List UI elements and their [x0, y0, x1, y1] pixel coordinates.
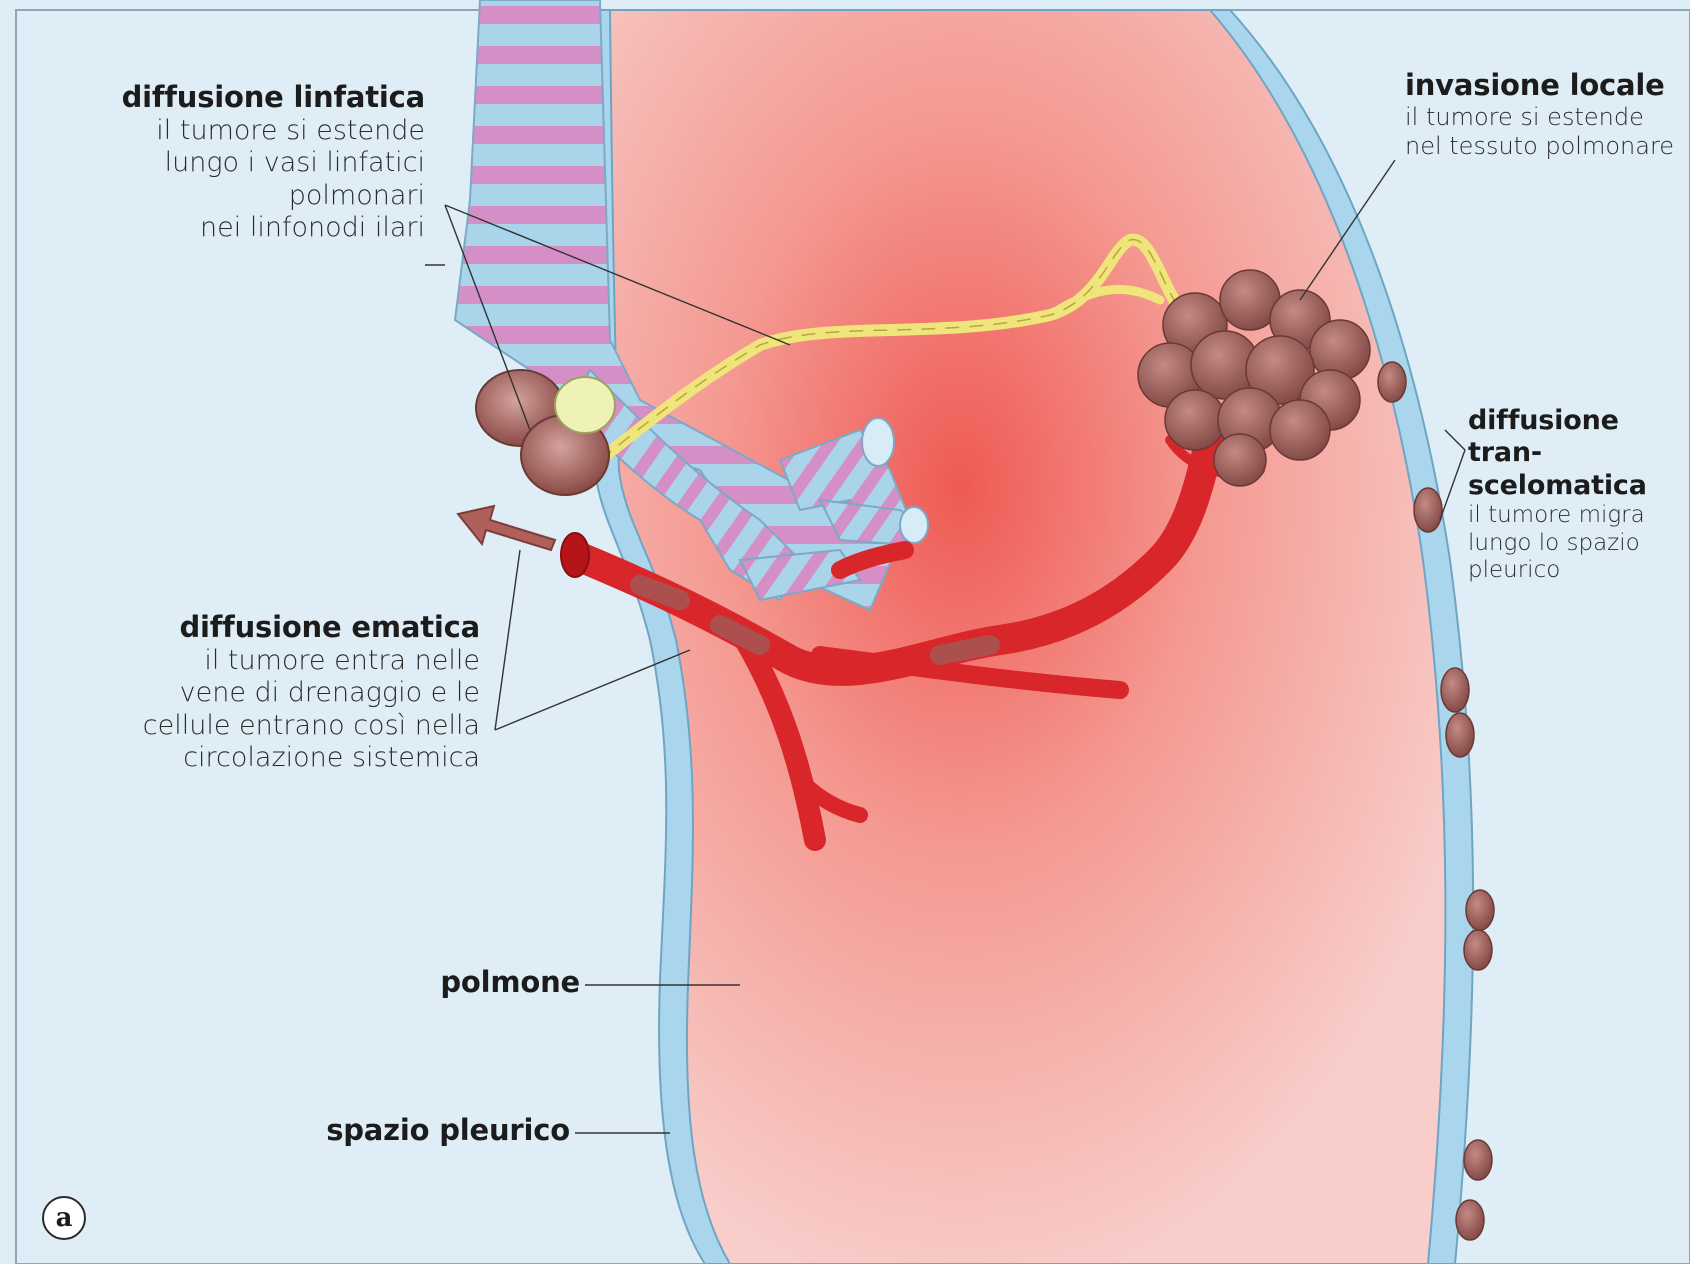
lymphatic-spread-line-2: lungo i vasi linfatici [70, 147, 425, 179]
hematic-spread-line-4: circolazione sistemica [90, 742, 480, 774]
hematic-spread-title: diffusione ematica [90, 610, 480, 645]
local-invasion-line-1: il tumore si estende [1405, 103, 1685, 132]
local-invasion-title: invasione locale [1405, 68, 1685, 103]
hematic-spread-line-2: vene di drenaggio e le [90, 677, 480, 709]
transcoelomic-spread-line-2: lungo lo spazio [1468, 530, 1683, 558]
transcoelomic-spread-line-3: pleurico [1468, 557, 1683, 585]
bronchus-opening-1 [862, 418, 894, 466]
transcoelomic-spread-title-1: diffusione tran- [1468, 405, 1683, 470]
lymphatic-spread-line-4: nei linfonodi ilari [70, 212, 425, 244]
lymphatic-spread-line-3: polmonari [70, 180, 425, 212]
bronchus-opening-2 [900, 507, 928, 543]
panel-letter: a [42, 1196, 86, 1240]
lung-label: polmone [340, 965, 580, 1000]
transcoelomic-spread-title-2: scelomatica [1468, 470, 1683, 502]
transcoelomic-spread-label: diffusione tran- scelomatica il tumore m… [1468, 405, 1683, 585]
pleural-space-label: spazio pleurico [270, 1113, 570, 1148]
local-invasion-label: invasione locale il tumore si estende ne… [1405, 68, 1685, 160]
hematic-spread-line-3: cellule entrano così nella [90, 710, 480, 742]
hematic-spread-line-1: il tumore entra nelle [90, 645, 480, 677]
lymphatic-spread-title: diffusione linfatica [70, 80, 425, 115]
lymphatic-spread-line-1: il tumore si estende [70, 115, 425, 147]
hilar-node-3 [555, 377, 615, 433]
hematic-spread-label: diffusione ematica il tumore entra nelle… [90, 610, 480, 774]
vein-opening [561, 533, 589, 577]
local-invasion-line-2: nel tessuto polmonare [1405, 132, 1685, 161]
transcoelomic-spread-line-1: il tumore migra [1468, 502, 1683, 530]
lymphatic-spread-label: diffusione linfatica il tumore si estend… [70, 80, 425, 244]
